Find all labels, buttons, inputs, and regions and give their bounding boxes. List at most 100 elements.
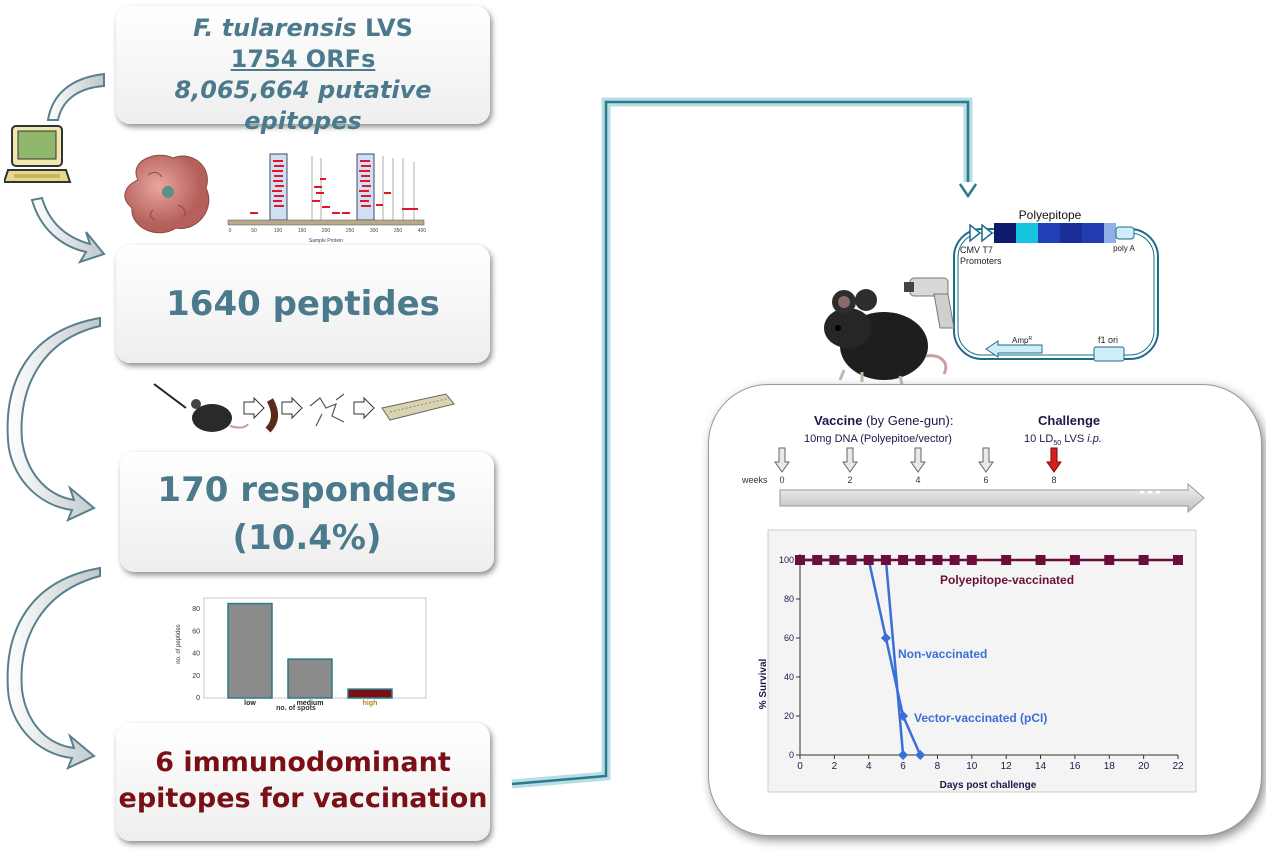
spots-bar (287, 658, 333, 699)
weeks-label: weeks (741, 475, 768, 485)
week-arrow (978, 447, 994, 473)
immunodominant-line1: 6 immunodominant (155, 747, 451, 778)
series-label-polyepitope: Polyepitope-vaccinated (940, 573, 1074, 587)
timeline-and-survival: Vaccine (by Gene-gun): 10mg DNA (Polyepi… (741, 413, 1205, 793)
peptides-box: 1640 peptides (116, 245, 490, 363)
promoters-label: CMV T7 (960, 245, 993, 255)
f1-ori-label: f1 ori (1098, 335, 1118, 345)
plasmid-title: Polyepitope (1019, 208, 1082, 222)
y-tick-label: 40 (784, 672, 794, 682)
series-point (863, 555, 874, 565)
immunodominant-box: 6 immunodominant epitopes for vaccinatio… (116, 723, 490, 841)
mouse-image (824, 289, 948, 385)
curved-arrow-2 (6, 316, 101, 522)
curved-arrow-3 (6, 566, 101, 770)
connector-arrow (511, 97, 978, 789)
series-point (880, 555, 891, 565)
x-tick-label: 8 (935, 761, 941, 772)
responders-count: 170 responders (157, 470, 457, 510)
series-point (880, 633, 891, 643)
plasmid-map: Polyepitope CMV T7 Promoters poly A AmpR… (953, 208, 1159, 362)
week-label: 8 (1051, 475, 1056, 485)
x-tick-label: 14 (1035, 761, 1047, 772)
y-tick-label: 0 (789, 750, 794, 760)
epitope-map-tick: 100 (274, 228, 283, 234)
spots-category-label: medium (297, 700, 324, 707)
x-tick-label: 12 (1001, 761, 1013, 772)
epitope-map-tick: 50 (251, 228, 257, 234)
series-point (1001, 555, 1012, 565)
x-tick-label: 16 (1069, 761, 1081, 772)
timeline-arrow (779, 482, 1205, 514)
series-point (932, 555, 943, 565)
spots-ytick: 80 (192, 606, 200, 613)
series-point (1173, 555, 1183, 565)
x-tick-label: 10 (966, 761, 978, 772)
ampr-label: AmpR (1012, 336, 1032, 345)
series-point (1035, 555, 1046, 565)
spots-category-label: low (244, 700, 256, 707)
week-arrow (1046, 447, 1062, 473)
series-point (829, 555, 840, 565)
y-tick-label: 20 (784, 711, 794, 721)
series-label-nonvaccinated: Non-vaccinated (898, 647, 987, 661)
series-point (949, 555, 960, 565)
week-arrow (842, 447, 858, 473)
x-tick-label: 20 (1138, 761, 1150, 772)
promoters-label-2: Promoters (960, 256, 1002, 266)
epitope-map-tick: 200 (322, 228, 331, 234)
dna-label: 10mg DNA (Polyepitoe/vector) (804, 433, 952, 445)
x-tick-label: 4 (866, 761, 872, 772)
responders-box: 170 responders (10.4%) (120, 452, 494, 572)
spots-ytick: 0 (196, 695, 200, 702)
genome-title: F. tularensis LVS (193, 14, 413, 42)
spots-xlabel: no. of spots (276, 705, 316, 712)
week-label: 6 (983, 475, 988, 485)
spots-bar (227, 602, 273, 699)
vaccine-label: Vaccine (by Gene-gun): (814, 413, 953, 428)
protein-structure-image (124, 154, 210, 234)
epitope-map-tick: 300 (370, 228, 379, 234)
epitope-map-xlabel: Sample Protein (309, 238, 343, 244)
week-label: 2 (847, 475, 852, 485)
series-point (915, 750, 926, 760)
spots-ytick: 60 (192, 628, 200, 635)
series-point (1104, 555, 1115, 565)
epitope-count: 8,065,664 putative epitopes (174, 76, 432, 135)
epitope-map-tick: 250 (346, 228, 355, 234)
polyepitope-segments (994, 223, 1116, 243)
x-tick-label: 0 (797, 761, 803, 772)
flow-arrows (6, 72, 106, 770)
week-label: 4 (915, 475, 920, 485)
immunodominant-line2: epitopes for vaccination (118, 783, 488, 814)
epitope-map-tick: 150 (298, 228, 307, 234)
spots-bar (347, 688, 393, 699)
spots-category-label: high (363, 700, 378, 707)
gene-gun-image (904, 277, 955, 329)
series-label-vector: Vector-vaccinated (pCI) (914, 711, 1047, 725)
orf-count: 1754 ORFs (230, 45, 376, 73)
epitope-map-tick: 400 (418, 228, 427, 234)
series-point (1138, 555, 1149, 565)
curved-arrow-1 (30, 72, 106, 264)
week-arrow (774, 447, 790, 473)
spots-ytick: 20 (192, 673, 200, 680)
y-tick-label: 80 (784, 594, 794, 604)
survival-ylabel: % Survival (758, 658, 769, 709)
assay-pipeline-image (153, 383, 455, 433)
spots-ytick: 40 (192, 651, 200, 658)
x-tick-label: 18 (1104, 761, 1116, 772)
series-point (898, 555, 909, 565)
challenge-label: Challenge (1038, 413, 1100, 428)
genome-box: F. tularensis LVS 1754 ORFs 8,065,664 pu… (116, 6, 490, 135)
y-tick-label: 100 (779, 555, 794, 565)
series-point (915, 555, 926, 565)
x-tick-label: 6 (900, 761, 906, 772)
week-arrow (910, 447, 926, 473)
x-tick-label: 22 (1172, 761, 1184, 772)
x-tick-label: 2 (832, 761, 838, 772)
series-point (846, 555, 857, 565)
y-tick-label: 60 (784, 633, 794, 643)
